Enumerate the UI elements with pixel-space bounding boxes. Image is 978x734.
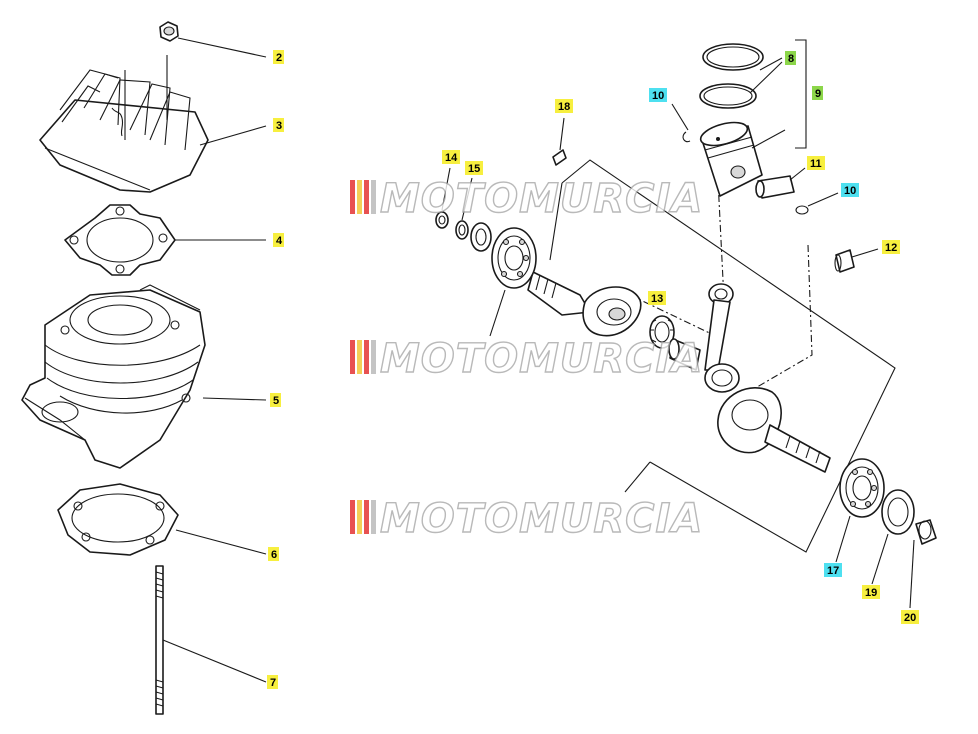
callout-bg xyxy=(267,675,278,689)
callout-bg xyxy=(273,118,284,132)
callout-bg xyxy=(901,610,919,624)
callout-number: 2 xyxy=(276,52,282,64)
part-oil-seal-left xyxy=(455,177,473,240)
part-cylinder xyxy=(21,284,267,469)
callout-label-11: 11 xyxy=(807,156,825,170)
callout-number: 20 xyxy=(904,612,916,624)
callout-bg xyxy=(824,563,842,577)
part-oil-seal-right xyxy=(871,489,915,585)
part-spacer xyxy=(909,519,937,609)
part-piston-pin xyxy=(755,167,806,199)
callout-label-7: 7 xyxy=(267,675,278,689)
callout-number: 9 xyxy=(815,88,821,100)
callout-number: 8 xyxy=(788,53,794,65)
part-cylinder-head xyxy=(39,55,267,193)
callout-number: 17 xyxy=(827,565,839,577)
callout-bg xyxy=(648,291,666,305)
callout-label-4: 4 xyxy=(273,233,284,247)
callout-bg xyxy=(862,585,880,599)
part-base-gasket xyxy=(57,483,267,556)
assembly-frame xyxy=(624,461,651,493)
part-head-gasket xyxy=(64,204,266,276)
callout-label-19: 19 xyxy=(862,585,880,599)
callout-label-5: 5 xyxy=(270,393,281,407)
part-piston-rings xyxy=(699,39,807,149)
callout-bg xyxy=(555,99,573,113)
callout-number: 12 xyxy=(885,242,897,254)
callout-label-15: 15 xyxy=(465,161,483,175)
callout-label-2: 2 xyxy=(273,50,284,64)
callout-number: 10 xyxy=(844,185,856,197)
callout-label-14: 14 xyxy=(442,150,460,164)
part-main-bearing-left xyxy=(491,227,537,289)
part-connecting-rod xyxy=(704,283,740,393)
assembly-frame xyxy=(549,159,896,553)
callout-label-10-left: 10 xyxy=(649,88,667,102)
callout-label-18: 18 xyxy=(555,99,573,113)
callout-bg xyxy=(841,183,859,197)
callout-label-8: 8 xyxy=(785,51,796,65)
assembly-frame xyxy=(489,289,506,337)
watermark: MOTOMURCIA xyxy=(350,495,703,543)
watermark-text: MOTOMURCIA xyxy=(380,496,703,542)
callout-label-12: 12 xyxy=(882,240,900,254)
callout-number: 7 xyxy=(270,677,276,689)
callout-label-10-right: 10 xyxy=(841,183,859,197)
callout-number: 13 xyxy=(651,293,663,305)
callout-number: 18 xyxy=(558,101,570,113)
watermark-text: MOTOMURCIA xyxy=(380,176,703,222)
part-washer-small xyxy=(435,167,451,229)
part-woodruff-key xyxy=(552,117,567,166)
callout-label-3: 3 xyxy=(273,118,284,132)
callout-number: 11 xyxy=(810,158,822,170)
callout-number: 10 xyxy=(652,90,664,102)
part-piston xyxy=(699,121,786,197)
callout-label-20: 20 xyxy=(901,610,919,624)
callout-bg xyxy=(649,88,667,102)
callout-label-9: 9 xyxy=(812,86,823,100)
callout-number: 19 xyxy=(865,587,877,599)
part-main-bearing-right xyxy=(835,458,885,563)
callout-bg xyxy=(273,233,284,247)
assembly-centerline xyxy=(629,294,721,339)
callout-number: 6 xyxy=(271,549,277,561)
part-crankshaft-right xyxy=(717,387,831,473)
part-bearing-left-small xyxy=(470,222,492,252)
part-circlip-left xyxy=(671,103,691,143)
callout-bg xyxy=(785,51,796,65)
part-crankshaft-left xyxy=(527,271,642,337)
part-circlip-right xyxy=(795,192,839,215)
watermark-text: MOTOMURCIA xyxy=(380,336,703,382)
assembly-centerline xyxy=(717,179,725,301)
callout-bg xyxy=(465,161,483,175)
callout-number: 5 xyxy=(273,395,279,407)
callout-bg xyxy=(270,393,281,407)
part-needle-bearing xyxy=(649,315,701,371)
callout-bg xyxy=(812,86,823,100)
callout-bg xyxy=(268,547,279,561)
callout-label-17: 17 xyxy=(824,563,842,577)
callout-number: 4 xyxy=(276,235,283,247)
callout-number: 14 xyxy=(445,152,458,164)
callout-number: 3 xyxy=(276,120,282,132)
part-needle-cage-small xyxy=(834,248,879,273)
assembly-centerline xyxy=(751,244,813,391)
part-stud xyxy=(155,565,267,715)
callout-label-13: 13 xyxy=(648,291,666,305)
callout-bg xyxy=(807,156,825,170)
part-nut xyxy=(159,21,267,58)
callout-label-6: 6 xyxy=(268,547,279,561)
callout-bg xyxy=(442,150,460,164)
watermark: MOTOMURCIA xyxy=(350,335,703,383)
callout-bg xyxy=(273,50,284,64)
callout-bg xyxy=(882,240,900,254)
callout-number: 15 xyxy=(468,163,480,175)
watermark: MOTOMURCIA xyxy=(350,175,703,223)
